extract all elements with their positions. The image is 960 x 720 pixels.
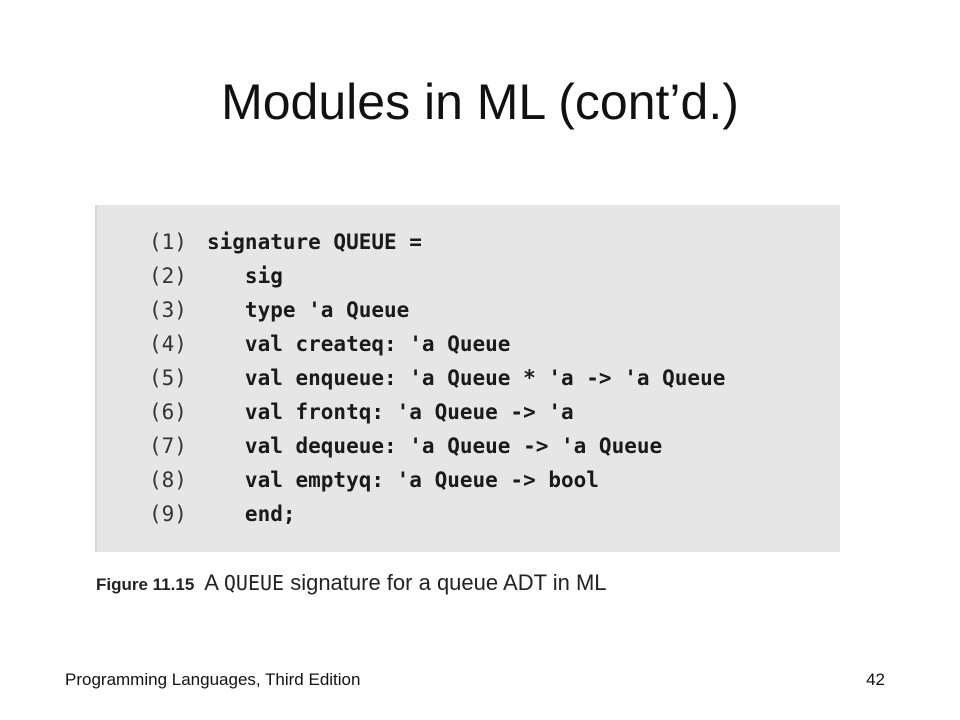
line-number: (4) — [149, 332, 187, 356]
line-number: (6) — [149, 400, 187, 424]
line-number: (8) — [149, 468, 187, 492]
code-line: (2) sig — [149, 259, 725, 293]
page-number: 42 — [866, 670, 885, 689]
line-code: sig — [207, 264, 283, 288]
footer-book-title: Programming Languages, Third Edition — [65, 670, 361, 689]
line-code: type 'a Queue — [207, 298, 410, 322]
code-line: (9) end; — [149, 497, 725, 531]
line-code: val frontq: 'a Queue -> 'a — [207, 400, 574, 424]
line-number: (3) — [149, 298, 187, 322]
line-code: val emptyq: 'a Queue -> bool — [207, 468, 599, 492]
code-line: (6) val frontq: 'a Queue -> 'a — [149, 395, 725, 429]
code-line: (1) signature QUEUE = — [149, 225, 725, 259]
code-listing: (1) signature QUEUE = (2) sig (3) type '… — [149, 225, 725, 531]
line-number: (2) — [149, 264, 187, 288]
code-line: (8) val emptyq: 'a Queue -> bool — [149, 463, 725, 497]
figure-caption: Figure 11.15 A QUEUE signature for a que… — [96, 570, 607, 596]
line-number: (9) — [149, 502, 187, 526]
line-code: val enqueue: 'a Queue * 'a -> 'a Queue — [207, 366, 726, 390]
figure-label: Figure 11.15 — [96, 575, 195, 594]
line-number: (5) — [149, 366, 187, 390]
line-code: val createq: 'a Queue — [207, 332, 511, 356]
code-figure: (1) signature QUEUE = (2) sig (3) type '… — [95, 205, 840, 552]
code-line: (5) val enqueue: 'a Queue * 'a -> 'a Que… — [149, 361, 725, 395]
code-line: (4) val createq: 'a Queue — [149, 327, 725, 361]
caption-keyword: QUEUE — [223, 571, 285, 595]
code-line: (3) type 'a Queue — [149, 293, 725, 327]
line-code: val dequeue: 'a Queue -> 'a Queue — [207, 434, 663, 458]
code-line: (7) val dequeue: 'a Queue -> 'a Queue — [149, 429, 725, 463]
line-number: (7) — [149, 434, 187, 458]
slide-title: Modules in ML (cont’d.) — [221, 74, 739, 130]
caption-prefix: A — [204, 570, 224, 595]
line-code: signature QUEUE = — [207, 230, 422, 254]
line-code: end; — [207, 502, 296, 526]
caption-suffix: signature for a queue ADT in ML — [284, 570, 607, 595]
line-number: (1) — [149, 230, 187, 254]
